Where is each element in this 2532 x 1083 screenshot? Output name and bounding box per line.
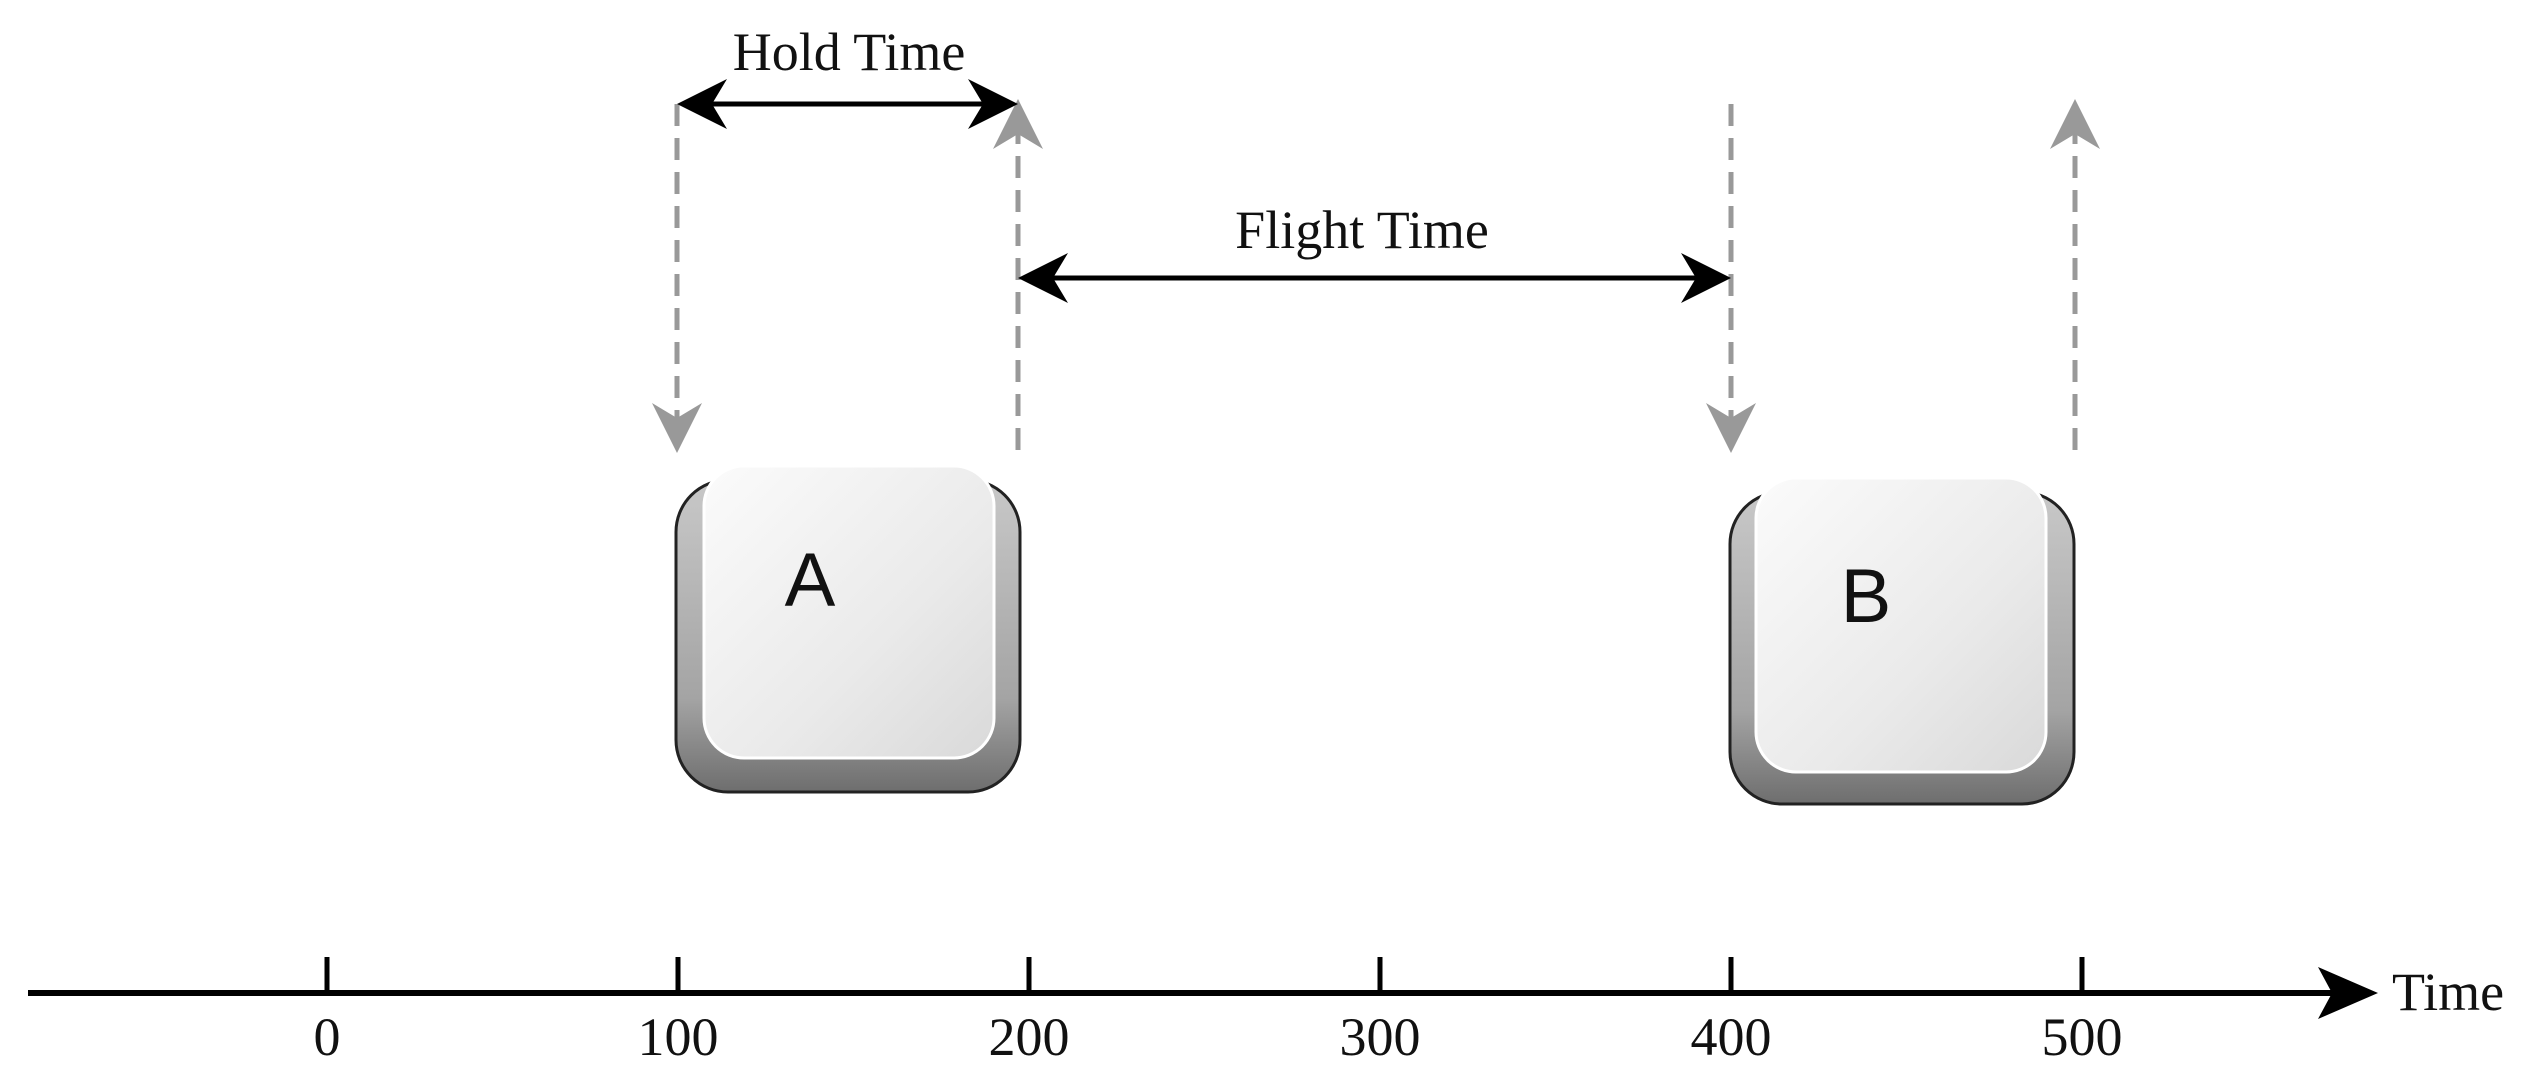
axis-tick-label: 0 (314, 1007, 341, 1067)
key-a: A (674, 464, 1022, 794)
time-axis-arrowhead (2318, 967, 2378, 1019)
axis-tick-label: 500 (2042, 1007, 2123, 1067)
axis-tick-label: 200 (989, 1007, 1070, 1067)
key-a-face (702, 464, 996, 760)
flight-time-label: Flight Time (1235, 200, 1489, 260)
axis-tick-label: 100 (638, 1007, 719, 1067)
key-b-letter: B (1841, 554, 1892, 639)
axis-tick-label: 400 (1691, 1007, 1772, 1067)
key-b: B (1728, 476, 2076, 806)
time-axis-title: Time (2392, 962, 2504, 1022)
key-b-face (1754, 476, 2048, 774)
key-a-letter: A (785, 538, 836, 623)
time-axis: Time 0 100 200 300 400 500 (28, 957, 2504, 1067)
hold-time-label: Hold Time (733, 22, 966, 82)
axis-tick-label: 300 (1340, 1007, 1421, 1067)
